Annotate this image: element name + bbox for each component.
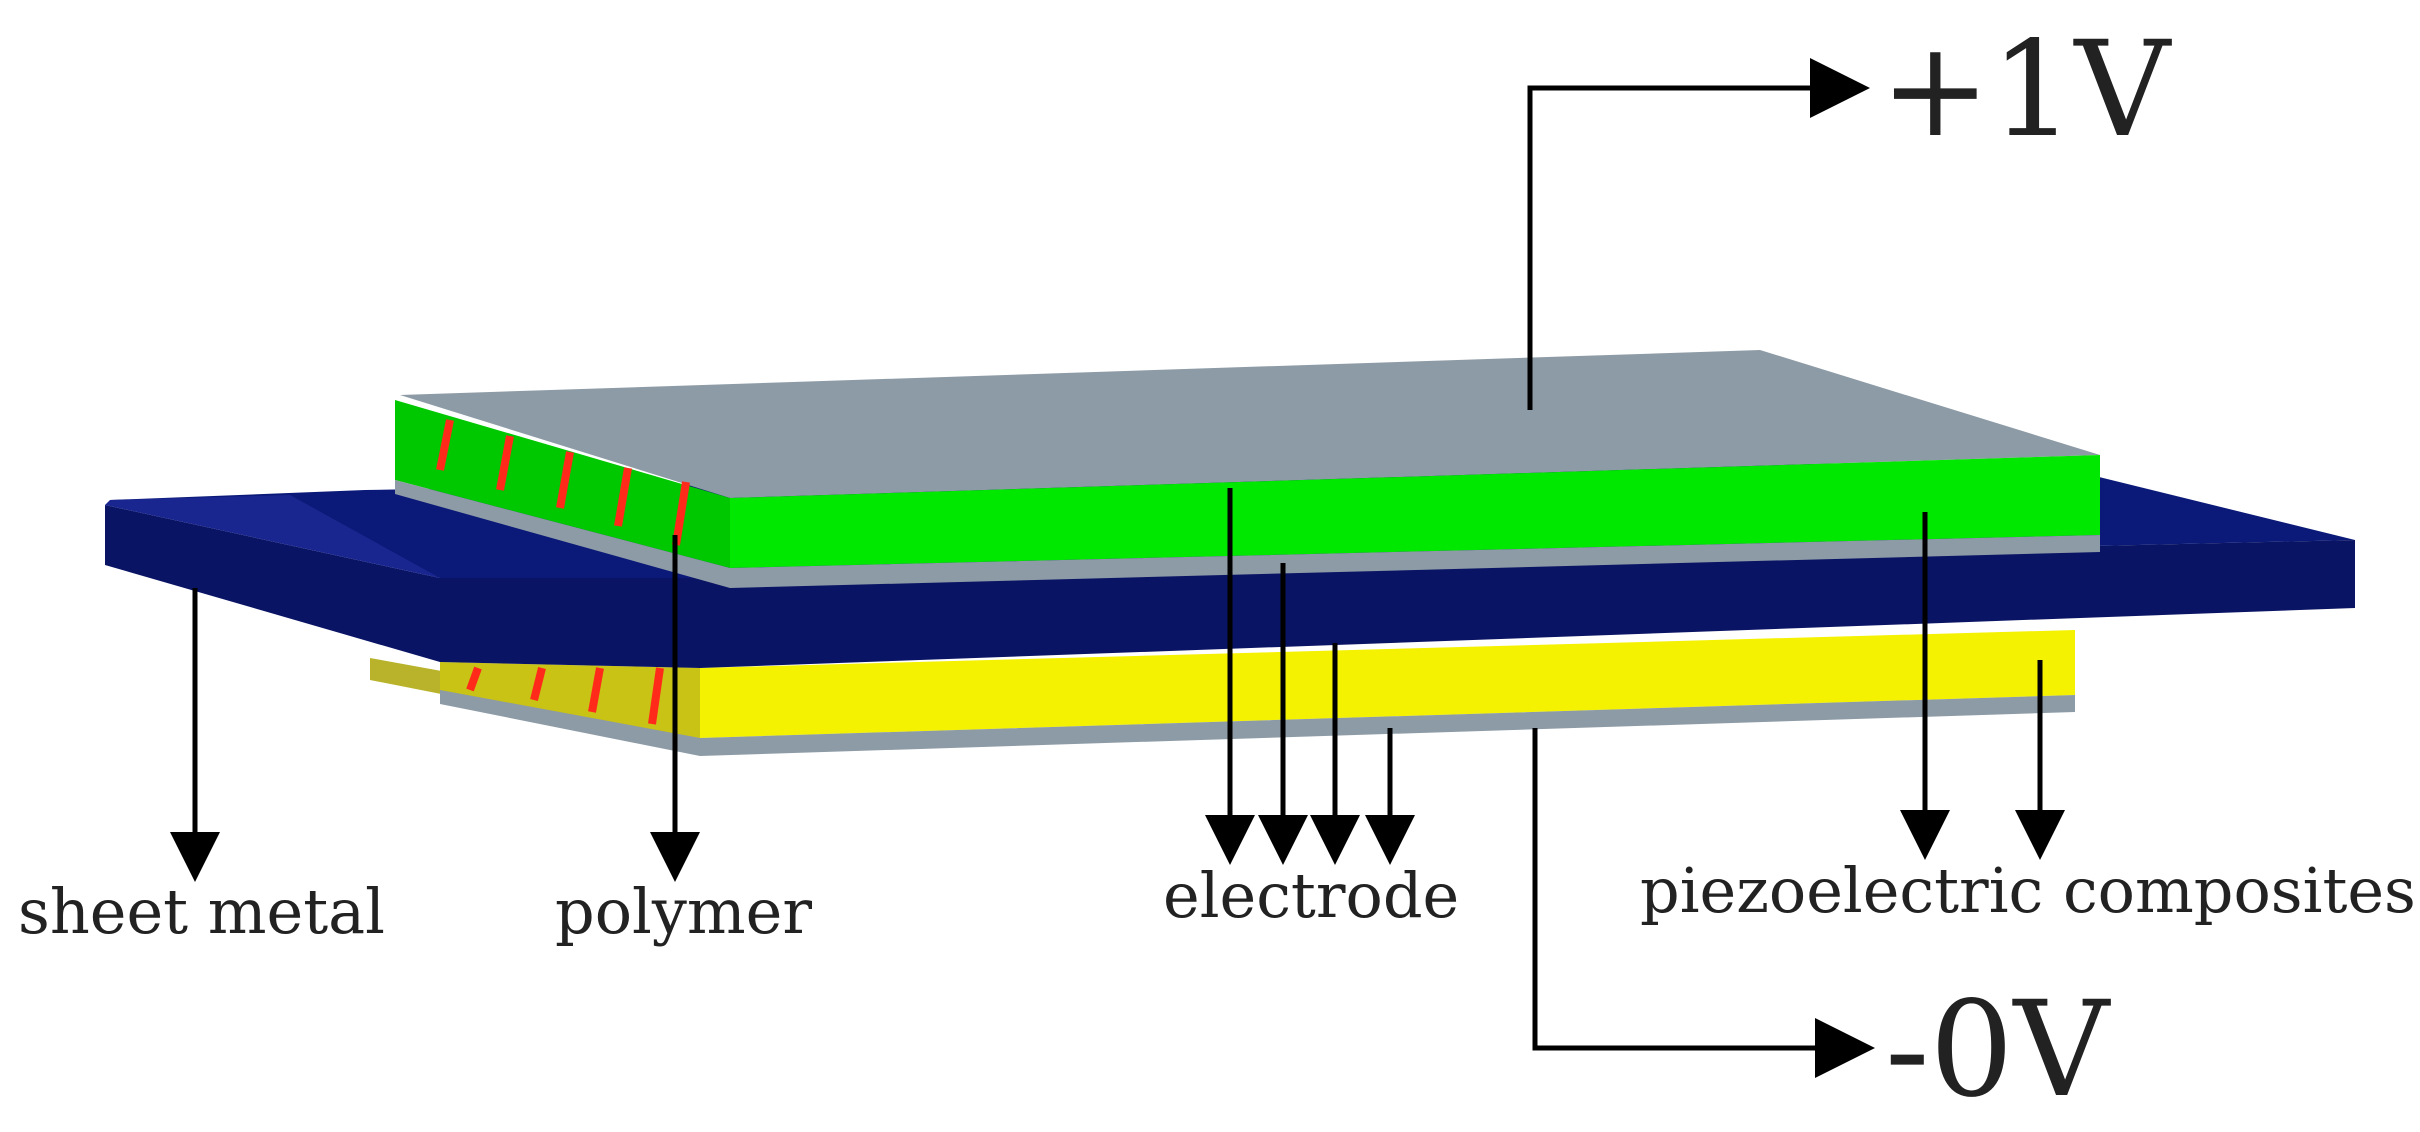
top-piezo-front-face: [730, 455, 2100, 568]
polymer-stripe: [496, 435, 514, 491]
bottom-polymer-stripes: [466, 666, 664, 725]
bottom-piezo-layer: [370, 630, 2075, 756]
polymer-label: polymer: [555, 875, 812, 948]
sheet-metal-left-tab-top: [105, 495, 440, 578]
sheet-metal-left-tab-front: [105, 505, 440, 662]
piezoelectric-composites-label: piezoelectric composites: [1640, 854, 2416, 927]
minus-voltage-lead: [1532, 728, 1875, 1078]
polymer-stripe: [648, 667, 664, 725]
polymer-stripe: [530, 667, 546, 701]
minus-voltage-label: -0V: [1885, 973, 2112, 1127]
polymer-stripe: [614, 467, 632, 527]
bottom-piezo-front-face: [440, 630, 2075, 738]
plus-voltage-lead: [1527, 58, 1870, 410]
top-polymer-stripes: [436, 419, 690, 546]
plus-voltage-label: +1V: [1880, 13, 2173, 167]
sheet-metal-label: sheet metal: [18, 875, 385, 948]
polymer-stripe: [588, 667, 604, 713]
top-electrode-lower-strip: [395, 480, 2100, 588]
top-electrode-surface: [400, 350, 2100, 498]
voltage-leads: [1527, 58, 1875, 1078]
bottom-piezo-left-face: [440, 662, 700, 738]
top-piezo-layer: [395, 350, 2100, 588]
electrode-label: electrode: [1163, 859, 1459, 932]
polymer-stripe: [672, 481, 690, 546]
polymer-stripe: [466, 666, 482, 692]
polymer-stripe: [556, 451, 574, 509]
bottom-electrode-strip: [440, 690, 2075, 756]
sheet-metal-front-face: [440, 540, 2355, 668]
polymer-stripe: [436, 419, 454, 471]
label-arrows: [170, 488, 2065, 882]
